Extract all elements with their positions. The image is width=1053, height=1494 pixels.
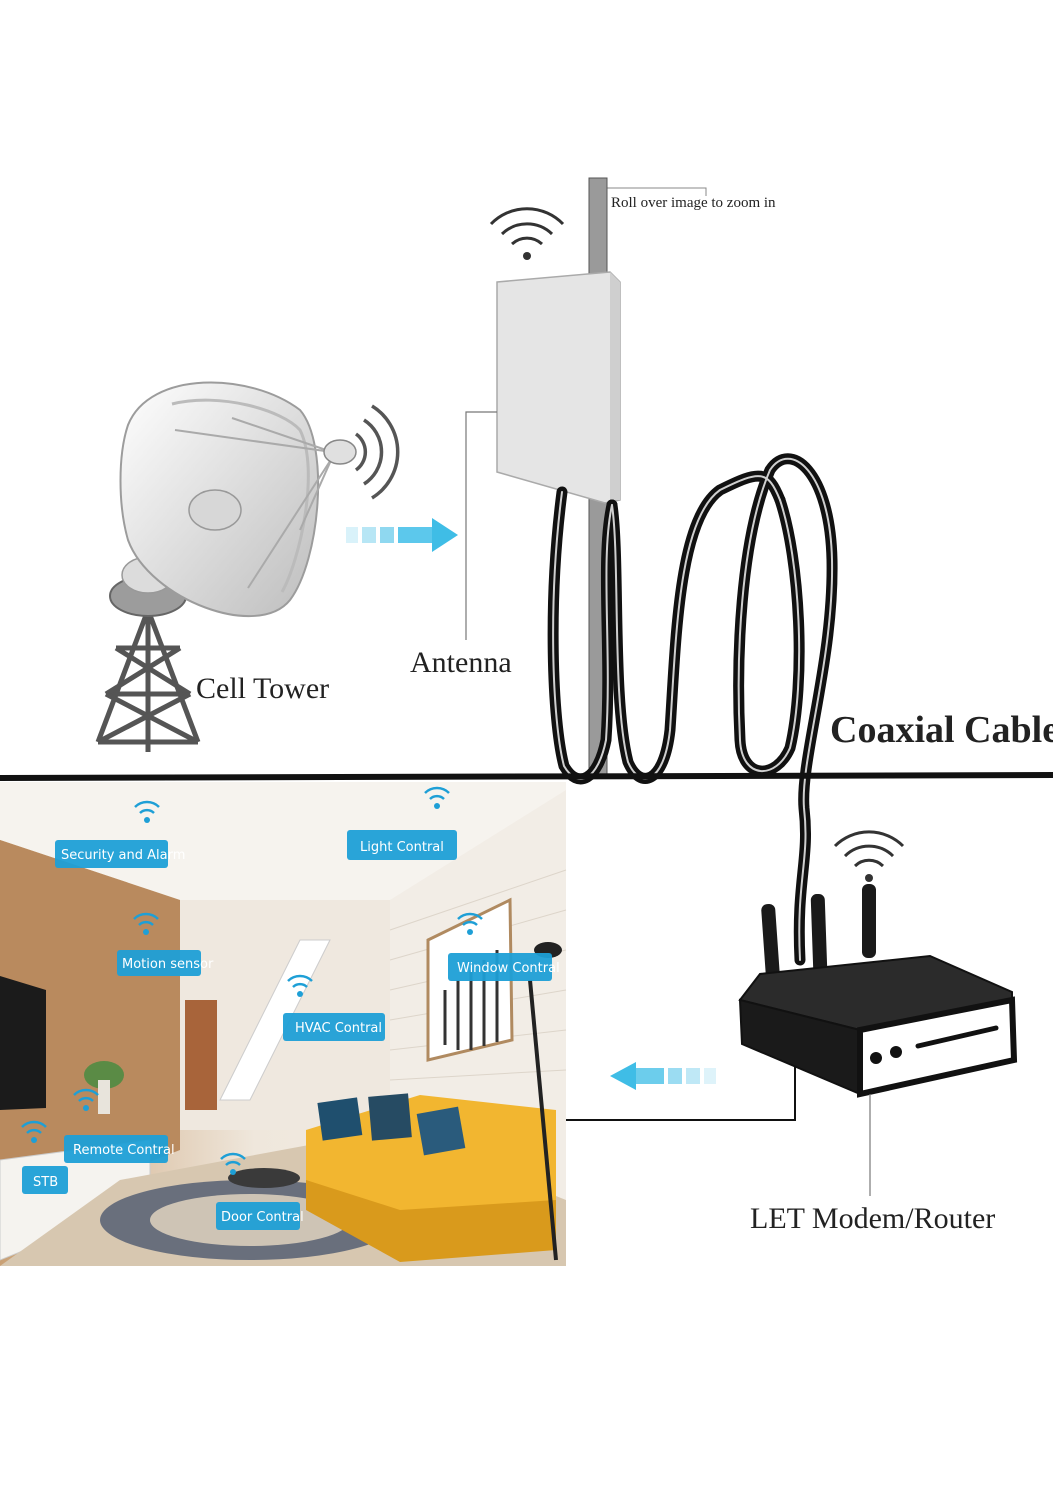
tag-motion-sensor: Motion sensor bbox=[117, 912, 214, 976]
tag-remote-text: Remote Contral bbox=[73, 1143, 175, 1158]
cell-tower-label: Cell Tower bbox=[196, 672, 329, 705]
wifi-icon bbox=[134, 800, 160, 823]
tag-stb-text: STB bbox=[33, 1175, 58, 1190]
smart-home-room-image bbox=[0, 782, 567, 1266]
antenna-panel-icon bbox=[496, 271, 621, 504]
wifi-icon bbox=[220, 1152, 246, 1175]
connection-line bbox=[566, 1066, 796, 1121]
tag-stb: STB bbox=[21, 1120, 68, 1194]
wifi-icon bbox=[133, 912, 159, 935]
signal-arrow-right-icon bbox=[346, 518, 458, 552]
zoom-hint: Roll over image to zoom in bbox=[598, 187, 776, 211]
tag-light-control: Light Contral bbox=[347, 786, 457, 860]
tag-door-text: Door Contral bbox=[221, 1210, 304, 1225]
wifi-icon bbox=[457, 912, 483, 935]
wifi-icon bbox=[287, 974, 313, 997]
tag-security-text: Security and Alarm bbox=[61, 848, 185, 863]
router-wifi-icon bbox=[833, 830, 905, 882]
coaxial-cable-label: Coaxial Cable bbox=[830, 709, 1053, 751]
tag-window-text: Window Contral bbox=[457, 961, 560, 976]
tag-security-and-alarm: Security and Alarm bbox=[55, 800, 185, 868]
tag-light-text: Light Contral bbox=[360, 840, 444, 855]
tag-remote-control: Remote Contral bbox=[64, 1088, 175, 1163]
wifi-icon bbox=[21, 1120, 47, 1143]
tag-motion-text: Motion sensor bbox=[122, 957, 214, 972]
dish-signal-icon bbox=[354, 404, 400, 500]
tag-hvac-text: HVAC Contral bbox=[295, 1021, 382, 1036]
router-icon bbox=[738, 884, 1018, 1098]
router-label: LET Modem/Router bbox=[750, 1202, 995, 1235]
zoom-hint-text: Roll over image to zoom in bbox=[611, 195, 776, 211]
wifi-icon bbox=[424, 786, 450, 809]
tag-window-control: Window Contral bbox=[448, 912, 560, 981]
antenna-wifi-icon bbox=[489, 207, 565, 260]
section-divider bbox=[0, 772, 1053, 781]
wifi-icon bbox=[73, 1088, 99, 1111]
antenna-leader-line bbox=[465, 411, 497, 640]
tag-door-control: Door Contral bbox=[216, 1152, 304, 1230]
cell-tower-icon bbox=[95, 381, 357, 752]
signal-arrow-left-icon bbox=[610, 1062, 716, 1090]
tag-hvac-control: HVAC Contral bbox=[283, 974, 385, 1041]
antenna-label: Antenna bbox=[410, 646, 512, 679]
